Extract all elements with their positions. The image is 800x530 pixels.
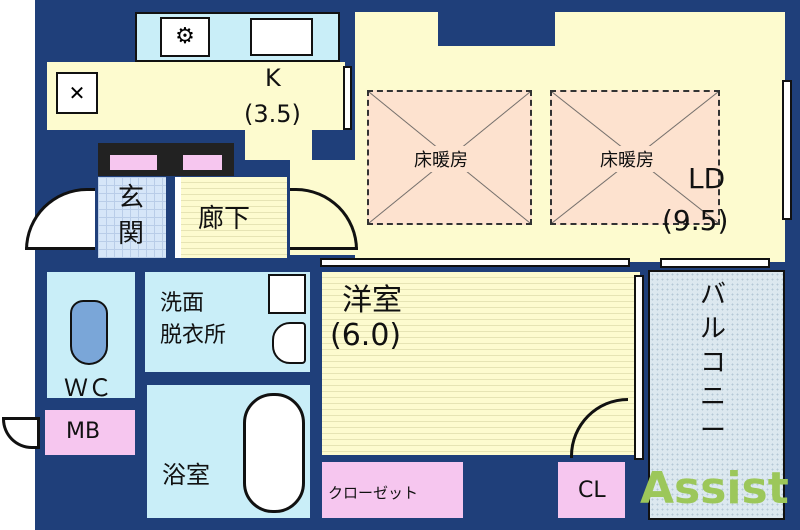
kitchen-nook <box>245 125 312 160</box>
wall-notch <box>438 12 555 46</box>
kitchen-label: K <box>265 64 281 92</box>
closet-label: クローゼット <box>328 484 419 502</box>
outside-bottom-left <box>0 455 35 530</box>
kitchen-window <box>343 66 352 130</box>
balcony-label: バ ル コ ニ ー <box>700 280 727 446</box>
shoe-cabinet-door-1 <box>110 155 157 170</box>
washroom-label: 洗面 脱衣所 <box>160 291 227 348</box>
closet-small <box>558 462 625 518</box>
hallway-floor <box>175 177 287 258</box>
western-room-size: (6.0) <box>330 318 402 353</box>
ld-size: (9.5) <box>662 204 729 237</box>
floor-heating-label-1: 床暖房 <box>414 146 468 172</box>
assist-watermark: Assist <box>640 463 789 514</box>
room-partition-doors[interactable] <box>320 258 630 267</box>
entrance-floor <box>98 177 166 258</box>
sink-icon <box>250 18 313 56</box>
toilet-label: ＷＣ <box>64 374 112 402</box>
ld-label: LD <box>688 162 726 195</box>
balcony <box>648 270 785 520</box>
meter-box-door[interactable] <box>2 417 40 449</box>
closet-small-label: CL <box>578 478 606 503</box>
bathroom-label: 浴室 <box>162 461 210 489</box>
bathtub-icon <box>243 393 305 513</box>
floor-heating-zone-2 <box>550 90 720 225</box>
toilet-icon <box>70 300 108 365</box>
western-room-label: 洋室 <box>342 283 402 318</box>
entrance-label: 玄 関 <box>118 183 145 249</box>
ventilation-icon: ✕ <box>56 72 98 114</box>
ld-balcony-window[interactable] <box>660 258 770 268</box>
hallway-label: 廊下 <box>198 204 251 234</box>
kitchen-size: (3.5) <box>244 100 301 128</box>
washing-machine-icon <box>268 274 306 314</box>
stove-icon: ⚙ <box>160 17 210 57</box>
ld-right-window[interactable] <box>782 80 792 220</box>
wash-basin-icon <box>272 322 306 364</box>
closet <box>322 462 463 518</box>
shoe-cabinet-door-2 <box>183 155 222 170</box>
floor-heating-label-2: 床暖房 <box>600 146 654 172</box>
meter-box <box>45 410 135 455</box>
balcony-window[interactable] <box>634 275 644 460</box>
meter-box-label: MB <box>66 419 101 444</box>
